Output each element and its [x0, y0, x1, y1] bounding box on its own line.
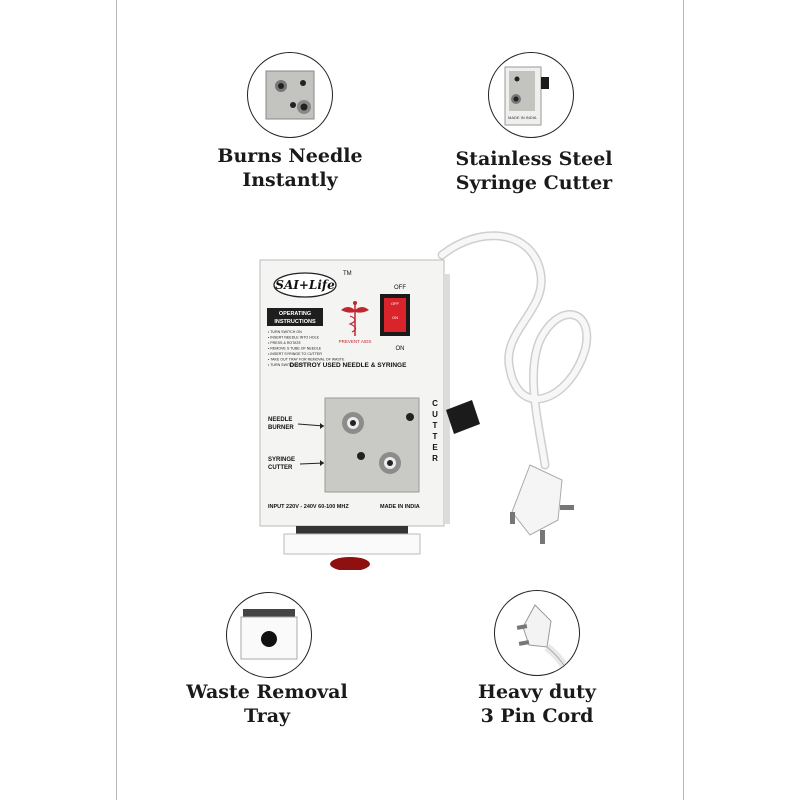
cutter-letter: E: [432, 443, 438, 452]
mini-made-in-text: MADE IN INDIA: [508, 115, 537, 120]
brand-logo: SAI+Life: [275, 278, 335, 292]
trademark-mark: TM: [343, 271, 352, 277]
made-in-text: MADE IN INDIA: [380, 504, 420, 510]
instructions-list: • TURN SWITCH ON • INSERT NEEDLE INTO HOL…: [268, 330, 345, 367]
rocker-on-text: ON: [392, 315, 398, 320]
tray-knob[interactable]: [330, 557, 370, 571]
instructions-header: [267, 308, 323, 326]
cutter-letter: R: [432, 454, 438, 463]
instruction-step: • PRESS & ROTATE: [268, 341, 301, 345]
indicator-lamp: [406, 413, 414, 421]
instructions-title-2: INSTRUCTIONS: [274, 319, 316, 325]
rocker-off-text: OFF: [391, 301, 400, 306]
power-cord: [437, 231, 592, 470]
steel-plate: [324, 397, 420, 493]
cutter-letter: T: [433, 432, 438, 441]
needle-label-1: NEEDLE: [268, 417, 292, 423]
cutter-letter: C: [432, 399, 438, 408]
waste-tray-icon: [226, 592, 312, 678]
syringe-label-1: SYRINGE: [268, 457, 295, 463]
prevent-aids-text: PREVENT AIDS: [339, 339, 372, 344]
cutter-lever[interactable]: [446, 400, 480, 434]
instruction-step: • TURN SWITCH OFF: [268, 363, 304, 367]
input-spec-text: INPUT 220V - 240V 60-100 MHZ: [268, 504, 349, 510]
instruction-step: • TURN SWITCH ON: [268, 330, 302, 334]
instruction-step: • INSERT SYRINGE TO CUTTER: [268, 352, 322, 356]
instruction-step: • INSERT NEEDLE INTO HOLE: [268, 336, 320, 340]
cutter-vertical-label: CUTTER: [432, 399, 438, 463]
syringe-label-2: CUTTER: [268, 465, 293, 471]
instruction-step: • TAKE OUT TRAY FOR REMOVAL OF WASTE: [268, 358, 345, 362]
three-pin-plug-icon: [494, 590, 580, 676]
switch-on-label: ON: [396, 346, 405, 352]
caduceus-icon: [341, 301, 369, 336]
needle-destroyer-device: SAI+Life TM OPERATING INSTRUCTIONS • TUR…: [240, 230, 620, 574]
power-plug: [510, 464, 574, 544]
syringe-cutter-hole[interactable]: [387, 460, 393, 466]
needle-burner-hole[interactable]: [350, 420, 356, 426]
cutter-letter: T: [433, 421, 438, 430]
needle-burner-plate-icon: [247, 52, 333, 138]
cutter-letter: U: [432, 410, 438, 419]
needle-label-2: BURNER: [268, 425, 294, 431]
instruction-step: • REMOVE S TUBE OF NEEDLE: [268, 347, 322, 351]
switch-off-label: OFF: [394, 285, 406, 291]
device-headline: DESTROY USED NEEDLE & SYRINGE: [290, 362, 408, 369]
instructions-title-1: OPERATING: [279, 311, 311, 317]
waste-tray[interactable]: [283, 533, 421, 555]
syringe-cutter-icon: MADE IN INDIA: [488, 52, 574, 138]
rocker-switch[interactable]: [384, 298, 406, 332]
